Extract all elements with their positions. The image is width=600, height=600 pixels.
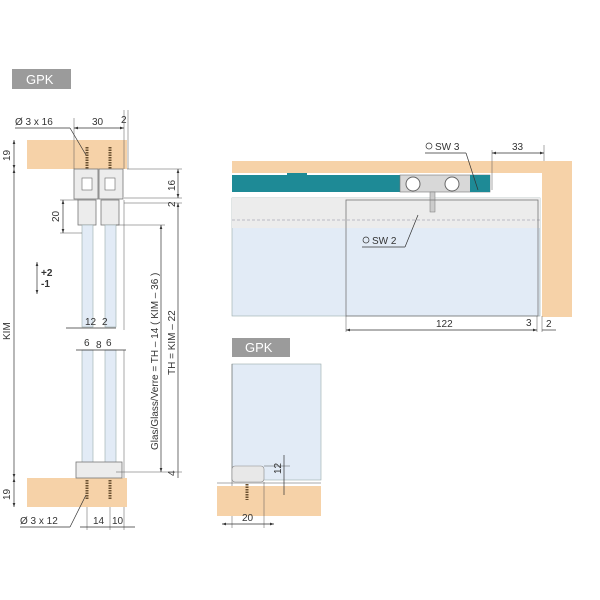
gpk-label-bottom: GPK [232,338,290,357]
roller-left [405,176,421,192]
svg-text:12: 12 [273,462,284,474]
svg-text:20: 20 [51,210,62,222]
roller-right [444,176,460,192]
svg-text:2: 2 [121,115,127,126]
svg-text:2: 2 [102,317,108,328]
svg-text:Glas/Glass/Verre = TH – 14 ( K: Glas/Glass/Verre = TH – 14 ( KIM – 36 ) [150,273,161,450]
svg-text:19: 19 [2,488,13,500]
svg-text:KIM: KIM [2,322,13,340]
svg-text:-1: -1 [41,279,50,290]
right-front-view: 122 3 2 33 SW 3 SW 2 [231,142,572,332]
svg-text:20: 20 [242,513,254,524]
svg-text:122: 122 [436,319,453,330]
top-wood-panel [27,140,127,169]
svg-text:GPK: GPK [26,72,54,87]
svg-text:SW 3: SW 3 [435,142,460,153]
svg-text:8: 8 [96,340,102,351]
glass-panel-right-upper [104,224,117,328]
sliding-door [345,199,539,317]
side-wood [542,161,572,317]
svg-text:30: 30 [92,117,104,128]
svg-text:6: 6 [106,338,112,349]
svg-text:2: 2 [167,201,178,207]
glass-panel-left-upper [81,224,94,328]
svg-text:TH = KIM – 22: TH = KIM – 22 [167,310,178,375]
floor-guide [75,461,123,479]
svg-text:16: 16 [167,179,178,191]
floor-wood [217,486,321,516]
glass-door [231,363,322,481]
floor-guide-detail: 12 20 [217,363,322,528]
gpk-label-top: GPK [12,69,71,89]
floor-guide-block [231,465,265,483]
svg-text:19: 19 [2,149,13,161]
bottom-wood-panel [27,478,127,507]
svg-text:Ø 3 x 16: Ø 3 x 16 [15,117,53,128]
carrier-right [98,168,124,200]
svg-text:GPK: GPK [245,340,273,355]
glass-panel-left-lower [81,349,94,473]
svg-text:12: 12 [85,317,97,328]
svg-text:Ø 3 x 12: Ø 3 x 12 [20,516,58,527]
svg-text:6: 6 [84,338,90,349]
teal-rail [232,175,402,192]
svg-text:SW 2: SW 2 [372,236,397,247]
left-section-view: 30 2 Ø 3 x 16 19 KIM 16 2 TH = KIM – 22 … [2,110,182,530]
svg-text:3: 3 [526,318,532,329]
svg-text:4: 4 [167,470,178,476]
glass-panel-right-lower [104,349,117,473]
svg-text:14: 14 [93,516,105,527]
svg-text:+2: +2 [41,268,53,279]
svg-text:10: 10 [112,516,124,527]
svg-text:33: 33 [512,142,524,153]
svg-text:2: 2 [546,319,552,330]
header-wood [232,161,572,173]
